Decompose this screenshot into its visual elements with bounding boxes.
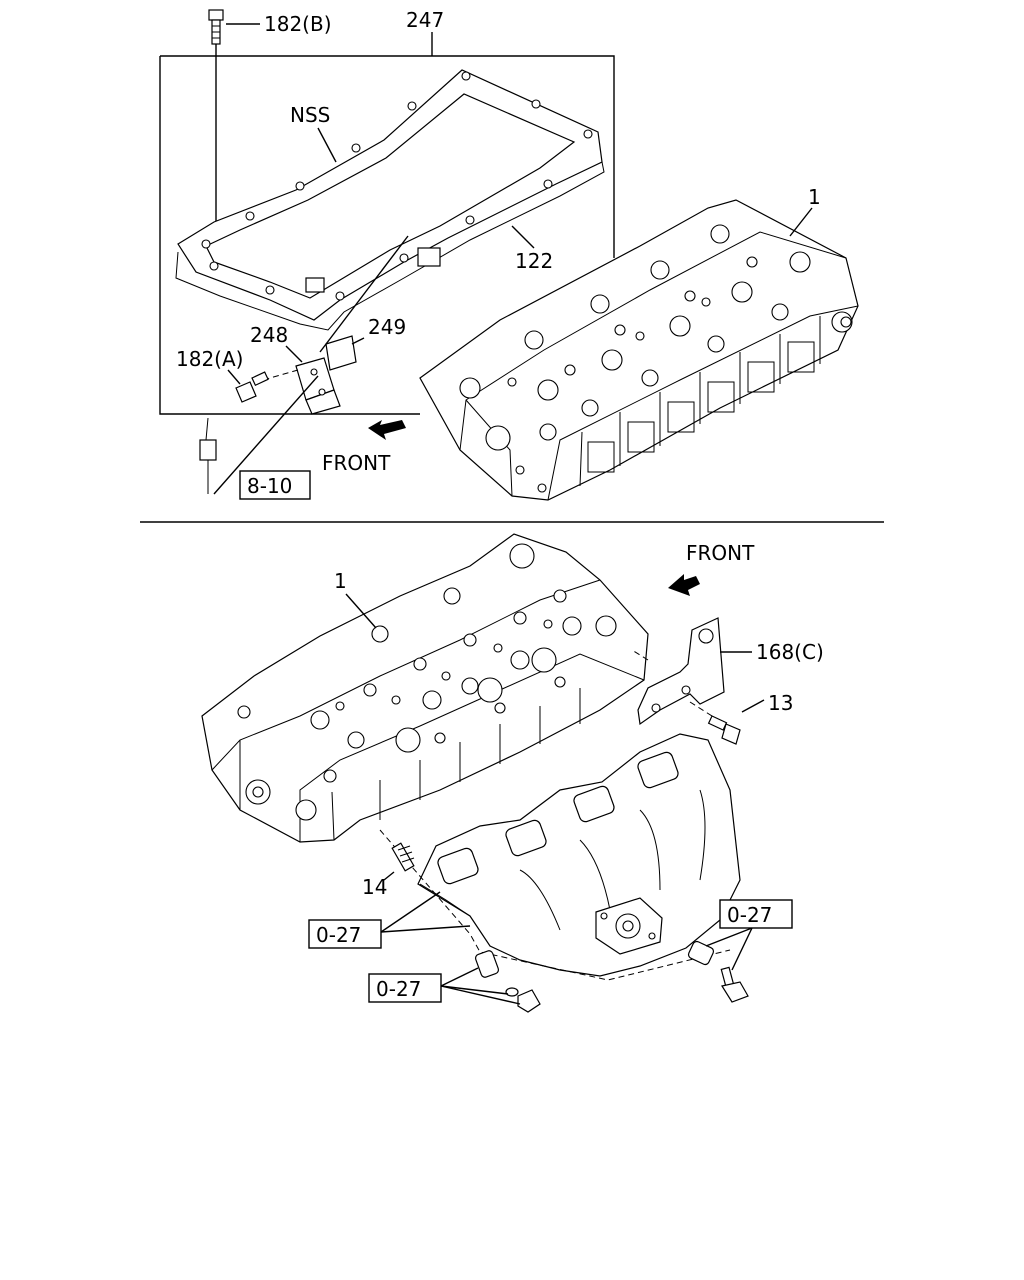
bolt-13[interactable] <box>707 715 741 745</box>
bracket-168c[interactable] <box>637 617 725 726</box>
label-249: 249 <box>368 315 406 339</box>
cylinder-head-bottom[interactable] <box>201 533 649 843</box>
label-182b: 182(B) <box>264 12 332 36</box>
ref-box-8-10[interactable] <box>239 470 311 500</box>
stud-14[interactable] <box>391 842 415 872</box>
label-0-27-right: 0-27 <box>727 903 772 927</box>
sleeve-left[interactable] <box>474 950 500 979</box>
bolt-right[interactable] <box>720 966 749 1003</box>
label-14: 14 <box>362 875 387 899</box>
label-0-27-bottom: 0-27 <box>376 977 421 1001</box>
label-front-top: FRONT <box>322 451 391 475</box>
label-182a: 182(A) <box>176 347 243 371</box>
label-nss: NSS <box>290 103 330 127</box>
exhaust-manifold[interactable] <box>417 733 741 977</box>
front-arrow-bottom-icon <box>668 574 700 596</box>
label-248: 248 <box>250 323 288 347</box>
cylinder-head-top[interactable] <box>419 199 859 501</box>
label-13: 13 <box>768 691 793 715</box>
label-1-top: 1 <box>808 185 821 209</box>
ref-box-0-27-left[interactable] <box>308 919 382 949</box>
label-247: 247 <box>406 8 444 32</box>
label-1-bottom: 1 <box>334 569 347 593</box>
label-8-10: 8-10 <box>247 474 292 498</box>
label-front-bottom: FRONT <box>686 541 755 565</box>
label-168c: 168(C) <box>756 640 824 664</box>
connector <box>199 417 217 494</box>
ref-box-0-27-right[interactable] <box>719 899 793 929</box>
front-arrow-top-icon <box>368 420 406 440</box>
plate-249[interactable] <box>325 335 357 371</box>
ref-box-0-27-bottom[interactable] <box>368 973 442 1003</box>
bolt-182a[interactable] <box>235 371 269 403</box>
bolt-182b[interactable] <box>208 9 224 45</box>
nut-bottom[interactable] <box>505 987 541 1013</box>
label-0-27-left: 0-27 <box>316 923 361 947</box>
label-122: 122 <box>515 249 553 273</box>
cover-frame <box>159 55 615 415</box>
sleeve-right[interactable] <box>687 940 715 966</box>
manifold-dashed-line <box>379 829 731 981</box>
cover-gasket[interactable] <box>175 69 605 331</box>
